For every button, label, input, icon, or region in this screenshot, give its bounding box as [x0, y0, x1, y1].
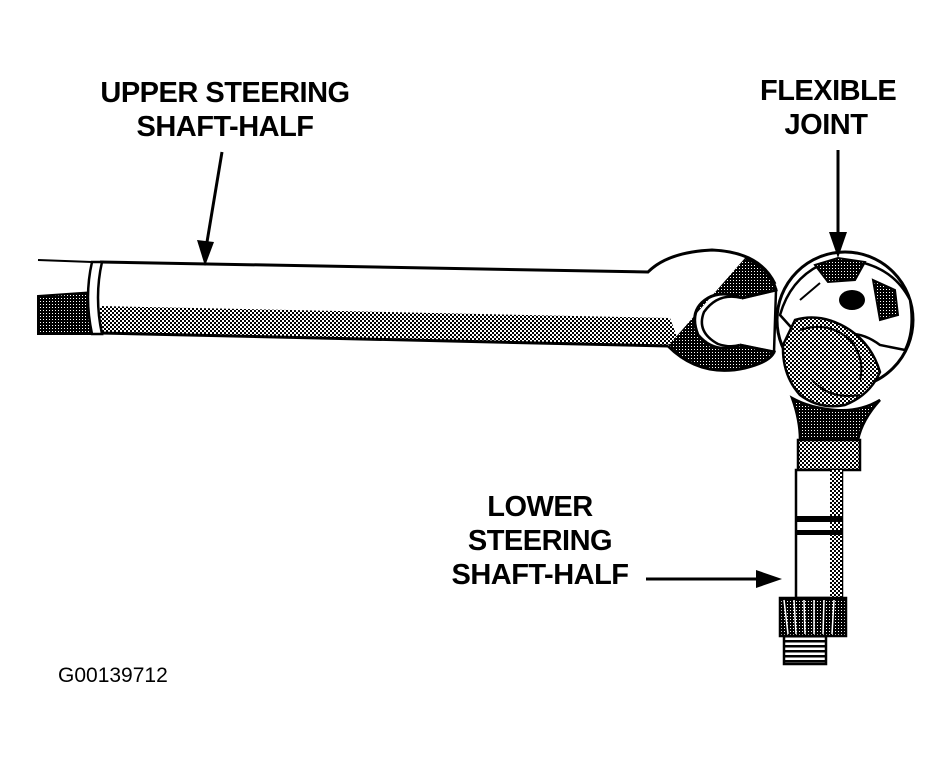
flexible-joint-label-line1: FLEXIBLE [760, 75, 897, 107]
flexible-joint-arrow [829, 150, 847, 258]
upper-shaft [37, 248, 778, 372]
flexible-joint-label-line2: JOINT [784, 109, 868, 141]
upper-shaft-label: UPPER STEERING SHAFT-HALF [100, 76, 350, 144]
lower-shaft-label-line2: STEERING [467, 525, 613, 557]
lower-shaft-label-line1: LOWER [487, 491, 593, 523]
lower-shaft-label: LOWER STEERING SHAFT-HALF [440, 490, 640, 592]
lower-shaft [778, 395, 881, 666]
flexible-joint [775, 250, 915, 408]
upper-shaft-arrow [197, 151, 224, 266]
lower-shaft-label-line3: SHAFT-HALF [451, 559, 629, 591]
figure-code: G00139712 [58, 664, 168, 687]
lower-shaft-arrow [646, 570, 782, 588]
upper-shaft-label-line2: SHAFT-HALF [136, 111, 314, 143]
upper-shaft-label-line1: UPPER STEERING [100, 77, 350, 109]
flexible-joint-label: FLEXIBLE JOINT [760, 74, 897, 142]
